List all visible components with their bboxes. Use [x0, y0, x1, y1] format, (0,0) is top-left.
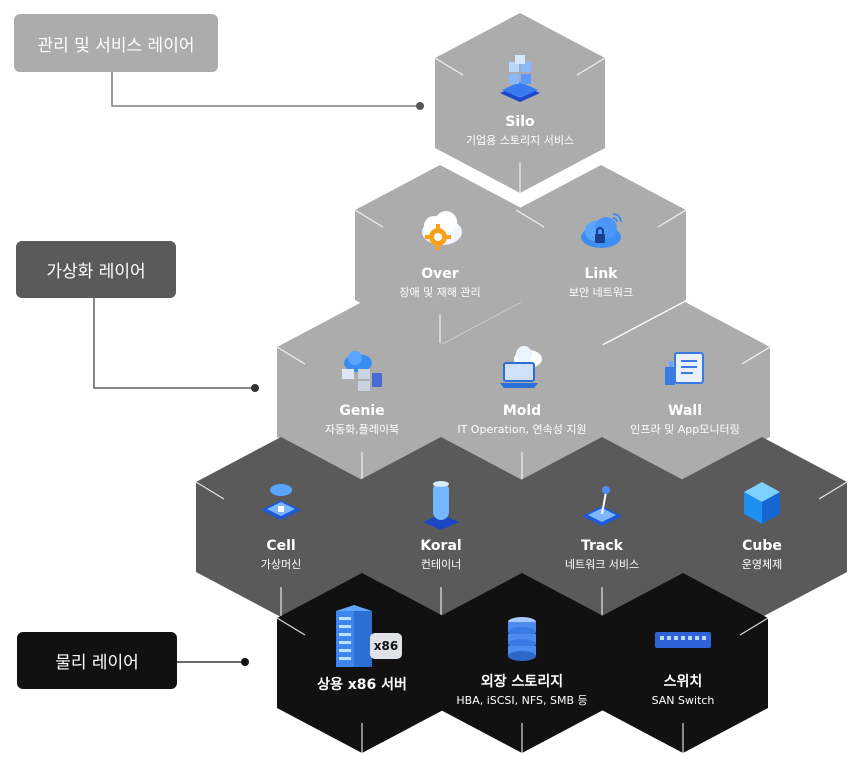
hex-wall: Wall 인프라 및 App모니터링: [600, 302, 771, 482]
joystick-icon: [574, 476, 630, 532]
hex-title: Mold: [502, 402, 542, 419]
network-switch-icon: [655, 612, 711, 668]
hex-server: x86 상용 x86 서버: [276, 573, 447, 753]
hex-subtitle: 자동화,플레이북: [324, 422, 400, 436]
hex-track: Track 네트워크 서비스: [517, 437, 687, 617]
monitoring-icon: [657, 341, 713, 397]
hex-subtitle: SAN Switch: [651, 693, 715, 707]
hex-title: Wall: [668, 402, 702, 419]
cloud-servers-icon: [334, 341, 390, 397]
hex-cell: Cell 가상머신: [195, 437, 366, 617]
physical-connector-dot: [241, 658, 249, 666]
physical-layer-text: 물리 레이어: [55, 653, 139, 673]
hex-subtitle: 네트워크 서비스: [564, 557, 640, 571]
laptop-cloud-icon: [494, 341, 550, 397]
hex-subtitle: 운영체제: [741, 557, 783, 571]
virtual-connector: [93, 298, 255, 389]
hex-title: 외장 스토리지: [480, 673, 564, 690]
server-building-icon: [330, 603, 376, 673]
hex-mold: Mold IT Operation, 연속성 지원: [437, 302, 607, 482]
hex-subtitle: 장애 및 재해 관리: [399, 285, 481, 299]
virtual-layer-text: 가상화 레이어: [46, 262, 146, 282]
hex-external-storage: 외장 스토리지 HBA, iSCSI, NFS, SMB 등: [437, 573, 607, 753]
hex-koral: Koral 컨테이너: [356, 437, 526, 617]
hex-title: Over: [421, 265, 459, 282]
cloud-lock-icon: [573, 204, 629, 260]
cloud-gear-icon: [412, 204, 468, 260]
hex-subtitle: HBA, iSCSI, NFS, SMB 등: [456, 693, 588, 707]
virtual-connector-dot: [251, 384, 259, 392]
hex-over: Over 장애 및 재해 관리: [354, 165, 525, 345]
hex-subtitle: 기업용 스토리지 서비스: [465, 133, 575, 147]
hex-subtitle: 인프라 및 App모니터링: [630, 422, 740, 436]
physical-layer-label: 물리 레이어: [17, 632, 177, 689]
hex-silo: Silo 기업용 스토리지 서비스: [434, 13, 606, 193]
hex-title: 스위치: [663, 673, 703, 690]
hex-title: Cell: [266, 537, 296, 554]
hex-subtitle: 컨테이너: [420, 557, 462, 571]
hex-title: Cube: [742, 537, 782, 554]
hex-subtitle: 가상머신: [260, 557, 302, 571]
x86-badge: x86: [370, 633, 402, 659]
x86-badge-text: x86: [373, 639, 399, 653]
hex-title: Silo: [505, 113, 535, 130]
cylinder-icon: [413, 476, 469, 532]
virtual-layer-label: 가상화 레이어: [16, 241, 176, 298]
hex-title: 상용 x86 서버: [317, 677, 407, 693]
database-icon: [494, 612, 550, 668]
management-layer-label: 관리 및 서비스 레이어: [14, 14, 218, 72]
management-connector-dot: [416, 102, 424, 110]
hex-switch: 스위치 SAN Switch: [598, 573, 769, 753]
cube-icon: [734, 476, 790, 532]
hex-title: Track: [581, 537, 623, 554]
hex-genie: Genie 자동화,플레이북: [276, 302, 447, 482]
management-connector: [111, 72, 420, 107]
hex-title: Link: [584, 265, 618, 282]
hex-title: Genie: [339, 402, 385, 419]
chip-cloud-icon: [253, 476, 309, 532]
storage-cubes-icon: [492, 52, 548, 108]
hex-link: Link 보안 네트워크: [515, 165, 687, 345]
management-layer-text: 관리 및 서비스 레이어: [37, 35, 195, 56]
hex-cube: Cube 운영체제: [677, 437, 848, 617]
hex-subtitle: 보안 네트워크: [568, 285, 634, 299]
hex-subtitle: IT Operation, 연속성 지원: [457, 422, 587, 436]
hex-title: Koral: [420, 537, 462, 554]
